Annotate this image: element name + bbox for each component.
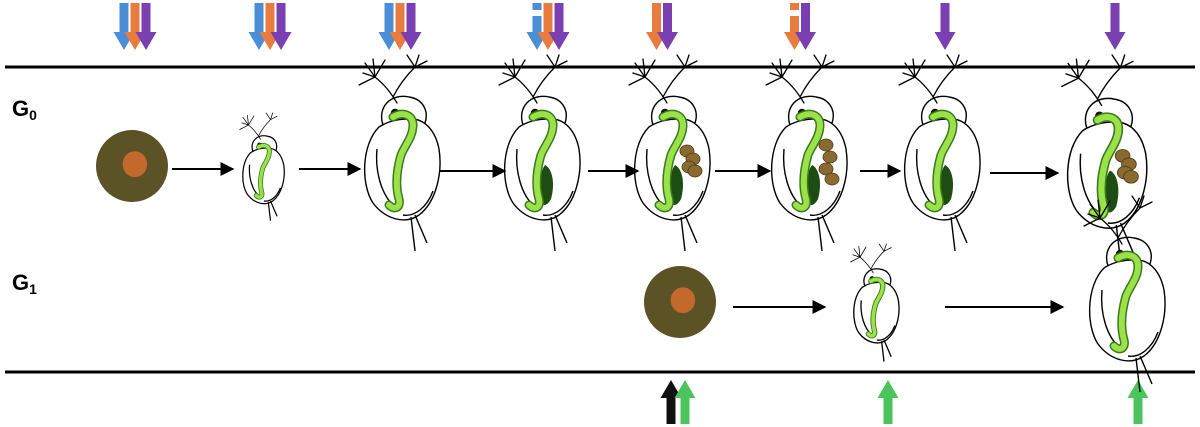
top-arrows xyxy=(113,3,1126,50)
g1-row xyxy=(644,195,1166,393)
g1-daphnia-juvenile xyxy=(1083,195,1166,393)
g0-daphnia-brood xyxy=(628,54,711,252)
bottom-arrow-2-green xyxy=(1127,380,1149,424)
top-arrow-6-purple xyxy=(934,3,956,50)
bottom-arrow-0-black xyxy=(660,380,682,424)
g0-row xyxy=(96,54,1148,261)
g0-label: G0 xyxy=(12,96,37,123)
g1-letter: G xyxy=(12,270,30,295)
bottom-arrows xyxy=(660,380,1149,424)
top-arrow-3-purple xyxy=(548,3,570,50)
g0-subscript: 0 xyxy=(29,107,37,123)
g0-egg xyxy=(96,130,168,202)
g0-daphnia-adult xyxy=(498,54,581,252)
g1-daphnia-neonate xyxy=(850,243,900,362)
g0-letter: G xyxy=(12,96,30,121)
bottom-arrow-1-green xyxy=(877,380,899,424)
g0-daphnia-neonate xyxy=(239,112,285,221)
bottom-arrow-0-green xyxy=(674,380,696,424)
top-arrow-7-purple xyxy=(1104,3,1126,50)
g1-subscript: 1 xyxy=(29,281,37,297)
g1-egg xyxy=(644,266,716,338)
top-arrow-1-purple xyxy=(270,3,292,50)
g0-daphnia-brood-large xyxy=(765,54,848,252)
g0-daphnia-brood-2 xyxy=(1061,54,1148,261)
top-arrow-5-purple xyxy=(795,3,816,50)
g1-label: G1 xyxy=(12,270,37,297)
g0-daphnia-adult-2 xyxy=(898,54,981,252)
g0-daphnia-juvenile xyxy=(358,54,441,252)
top-arrow-2-purple xyxy=(400,3,422,50)
top-arrow-0-purple xyxy=(135,3,157,50)
top-arrow-4-purple xyxy=(657,3,678,50)
